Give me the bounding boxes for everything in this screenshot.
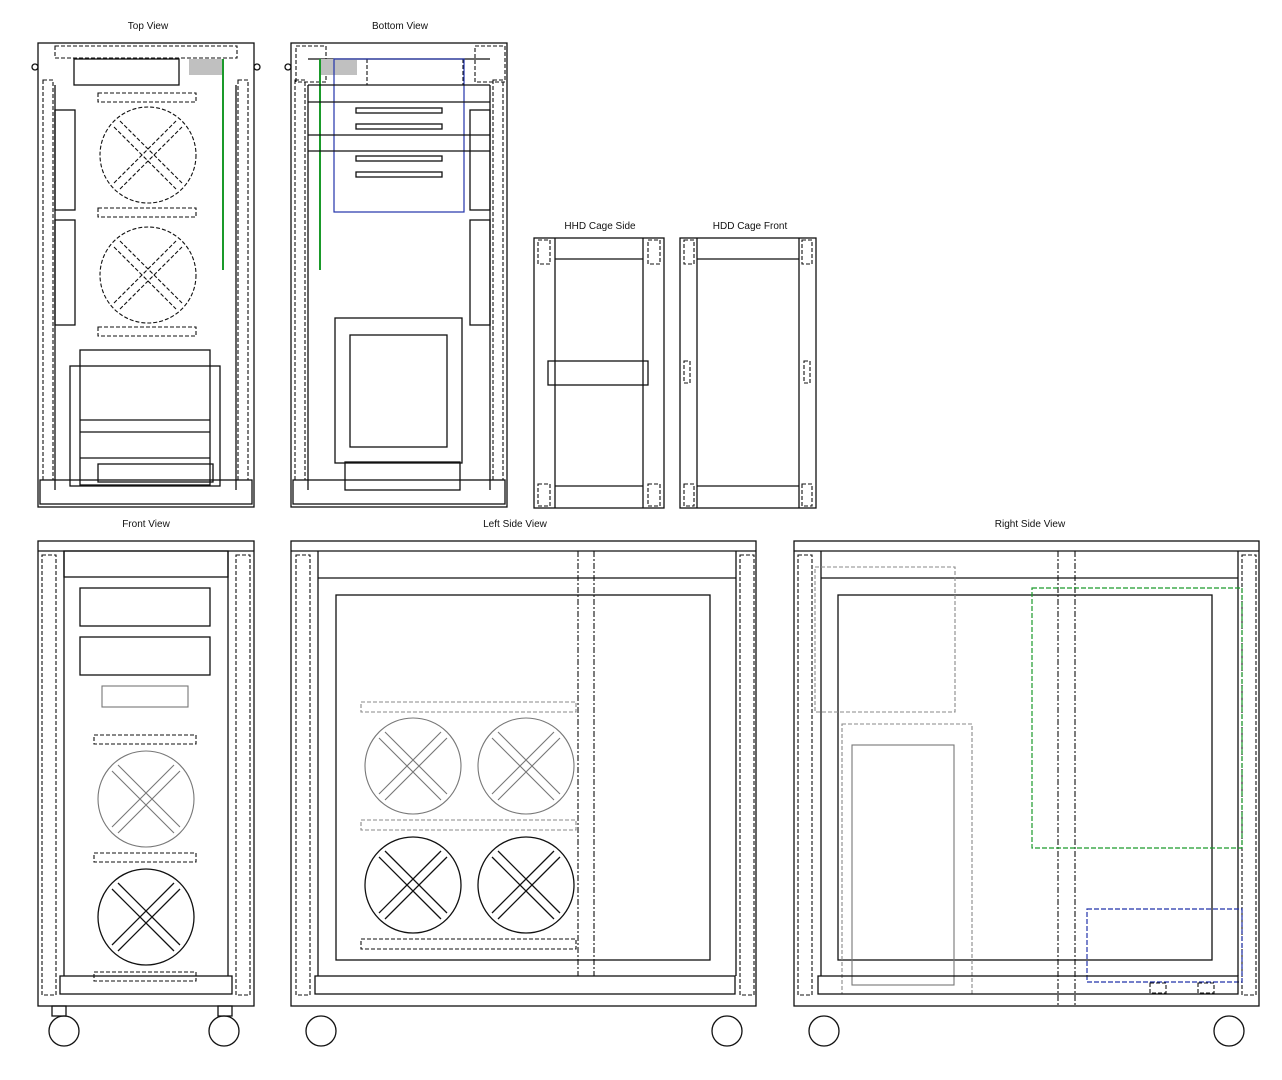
front-view (37, 540, 255, 1047)
hdd-cage-side-view (533, 237, 665, 509)
front-view-label: Front View (122, 519, 170, 530)
hdd-cage-side-label: HHD Cage Side (564, 221, 636, 232)
hdd-cage-front-label: HDD Cage Front (712, 221, 788, 232)
left-side-view-label: Left Side View (483, 519, 547, 530)
right-side-view (793, 540, 1260, 1047)
bottom-view-label: Bottom View (372, 21, 428, 32)
left-side-view (290, 540, 757, 1047)
top-view-label: Top View (127, 21, 169, 32)
hdd-cage-front-view (679, 237, 817, 509)
right-side-view-label: Right Side View (994, 519, 1066, 530)
bottom-view (284, 42, 508, 508)
top-view (31, 42, 261, 508)
